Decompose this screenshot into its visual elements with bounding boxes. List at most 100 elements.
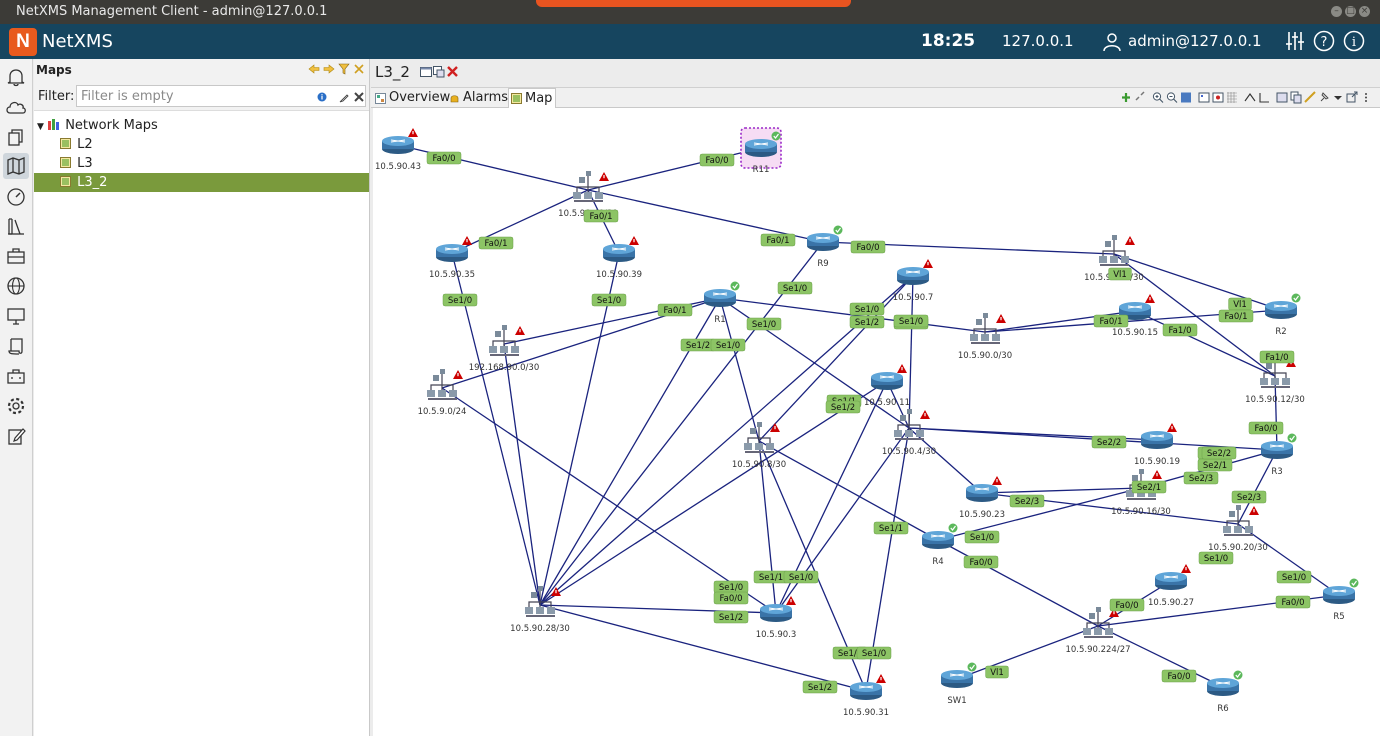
map-link[interactable] (539, 604, 867, 692)
map-node-router[interactable]: R6 (1206, 669, 1244, 715)
map-node-subnet[interactable]: 10.5.90.28/30 (510, 585, 570, 634)
object-tools-icon[interactable] (1304, 91, 1316, 104)
interface-label[interactable]: Fa1/0 (1162, 323, 1198, 337)
close-window-button[interactable]: × (1359, 6, 1370, 17)
close-view-icon[interactable] (447, 66, 458, 77)
interface-label[interactable]: Fa0/0 (1109, 598, 1145, 612)
fit-icon[interactable] (1180, 91, 1192, 104)
interface-label[interactable]: Se2/2 (1201, 446, 1237, 460)
map-link[interactable] (908, 427, 983, 494)
interface-label[interactable]: Se1/0 (783, 570, 819, 584)
interface-label[interactable]: Fa0/1 (1093, 314, 1129, 328)
interface-label[interactable]: Fa0/1 (1218, 309, 1254, 323)
interface-label[interactable]: Fa0/0 (426, 151, 462, 165)
map-node-subnet[interactable]: 10.5.90.20/30 (1208, 504, 1268, 553)
interface-label[interactable]: Fa0/0 (1275, 595, 1311, 609)
interface-label[interactable]: Vl1 (1108, 267, 1132, 281)
interface-label[interactable]: Se1/2 (802, 680, 838, 694)
map-node-subnet[interactable]: 10.5.90.224/27 (1065, 606, 1131, 655)
save-image-icon[interactable] (1276, 91, 1288, 104)
grid-icon[interactable] (1226, 91, 1238, 104)
tab-overview[interactable]: Overview (373, 88, 453, 108)
tree-root-network-maps[interactable]: ▼ Network Maps (34, 116, 369, 135)
map-node-router[interactable]: 10.5.90.23 (959, 476, 1005, 520)
dropdown-icon[interactable] (1332, 91, 1344, 104)
map-link[interactable] (503, 343, 541, 606)
map-node-router[interactable]: R2 (1264, 292, 1302, 338)
interface-label[interactable]: Se1/2 (713, 610, 749, 624)
map-link[interactable] (758, 275, 914, 442)
map-link[interactable] (1237, 523, 1340, 596)
copy-image-icon[interactable] (1290, 91, 1302, 104)
interface-label[interactable]: Se2/3 (1231, 490, 1267, 504)
map-node-subnet[interactable]: 10.5.90.12/30 (1245, 356, 1305, 405)
zoom-out-icon[interactable] (1166, 91, 1178, 104)
expand-arrow-icon[interactable]: ▼ (37, 122, 44, 132)
network-map-canvas[interactable]: 10.5.90.43R1110.5.90.40/3010.5.90.3510.5… (373, 108, 1380, 736)
map-node-router[interactable]: R1 (703, 280, 741, 326)
interface-label[interactable]: Se2/1 (1197, 458, 1233, 472)
map-node-router[interactable]: 10.5.90.3 (756, 596, 797, 640)
interface-label[interactable]: Se1/1 (873, 521, 909, 535)
map-link[interactable] (539, 252, 620, 606)
map-node-router[interactable]: R9 (806, 224, 844, 270)
more-options-icon[interactable] (1360, 91, 1372, 104)
tree-item-l3[interactable]: L3 (34, 154, 369, 173)
map-node-router[interactable]: 10.5.90.31 (843, 674, 889, 718)
interface-label[interactable]: Se1/0 (710, 338, 746, 352)
map-link[interactable] (587, 189, 824, 243)
map-node-subnet[interactable]: 10.5.90.4/30 (882, 408, 936, 457)
tree-item-l2[interactable]: L2 (34, 135, 369, 154)
interface-label[interactable]: Fa0/1 (760, 233, 796, 247)
nav-editor[interactable] (3, 423, 29, 449)
map-node-router[interactable]: R5 (1322, 577, 1360, 623)
map-link[interactable] (539, 380, 888, 606)
interface-label[interactable]: Se1/0 (442, 293, 478, 307)
map-link[interactable] (587, 147, 762, 191)
interface-label[interactable]: Fa0/1 (478, 236, 514, 250)
filter-input[interactable] (76, 85, 366, 107)
map-link[interactable] (984, 310, 1136, 333)
map-node-router[interactable]: R4 (921, 522, 959, 568)
interface-label[interactable]: Se1/0 (777, 281, 813, 295)
filter-info-icon[interactable] (317, 92, 327, 102)
map-link[interactable] (937, 539, 1099, 627)
map-node-subnet[interactable]: 10.5.90.16/30 (1111, 468, 1171, 517)
external-link-icon[interactable] (1346, 91, 1358, 104)
forward-arrow-icon[interactable] (323, 63, 335, 75)
routing-icon[interactable] (1244, 91, 1256, 104)
sliders-icon[interactable] (1284, 30, 1306, 52)
collapse-icon[interactable] (353, 63, 365, 75)
interface-label[interactable]: Se1/0 (964, 530, 1000, 544)
straight-link-icon[interactable] (1258, 91, 1270, 104)
map-node-router[interactable]: 10.5.90.15 (1112, 294, 1158, 338)
map-link[interactable] (1134, 310, 1276, 377)
detach-icon[interactable] (433, 66, 445, 78)
map-node-router[interactable]: R11 (740, 127, 782, 175)
interface-label[interactable]: Vl1 (1228, 297, 1252, 311)
map-node-router[interactable]: 10.5.90.39 (596, 236, 642, 280)
map-node-subnet[interactable]: 10.5.90.8/30 (732, 421, 786, 470)
interface-label[interactable]: Se1/2 (680, 338, 716, 352)
map-link[interactable] (908, 275, 914, 429)
interface-label[interactable]: Se1/0 (591, 293, 627, 307)
map-node-router[interactable]: SW1 (940, 661, 978, 707)
map-node-subnet[interactable]: 192.168.90.0/30 (469, 324, 539, 373)
nav-dashboards[interactable] (3, 183, 29, 209)
filter-icon[interactable] (338, 63, 350, 75)
interface-label[interactable]: Se1/0 (1198, 551, 1234, 565)
interface-label[interactable]: Fa0/1 (657, 303, 693, 317)
map-link[interactable] (981, 487, 1142, 494)
help-icon[interactable]: ? (1313, 30, 1335, 52)
interface-label[interactable]: Se1/0 (713, 580, 749, 594)
interface-label[interactable]: Se1/0 (856, 646, 892, 660)
window-icon[interactable] (420, 66, 432, 78)
map-node-subnet[interactable]: 10.5.90.0/30 (958, 312, 1012, 361)
nav-maps[interactable] (3, 153, 29, 179)
clear-filter-icon[interactable] (354, 92, 364, 102)
map-link[interactable] (956, 625, 1099, 680)
interface-label[interactable]: Fa0/0 (1248, 421, 1284, 435)
add-icon[interactable] (1120, 91, 1132, 104)
interface-label[interactable]: Se2/3 (1009, 494, 1045, 508)
link-icon[interactable] (1134, 91, 1146, 104)
